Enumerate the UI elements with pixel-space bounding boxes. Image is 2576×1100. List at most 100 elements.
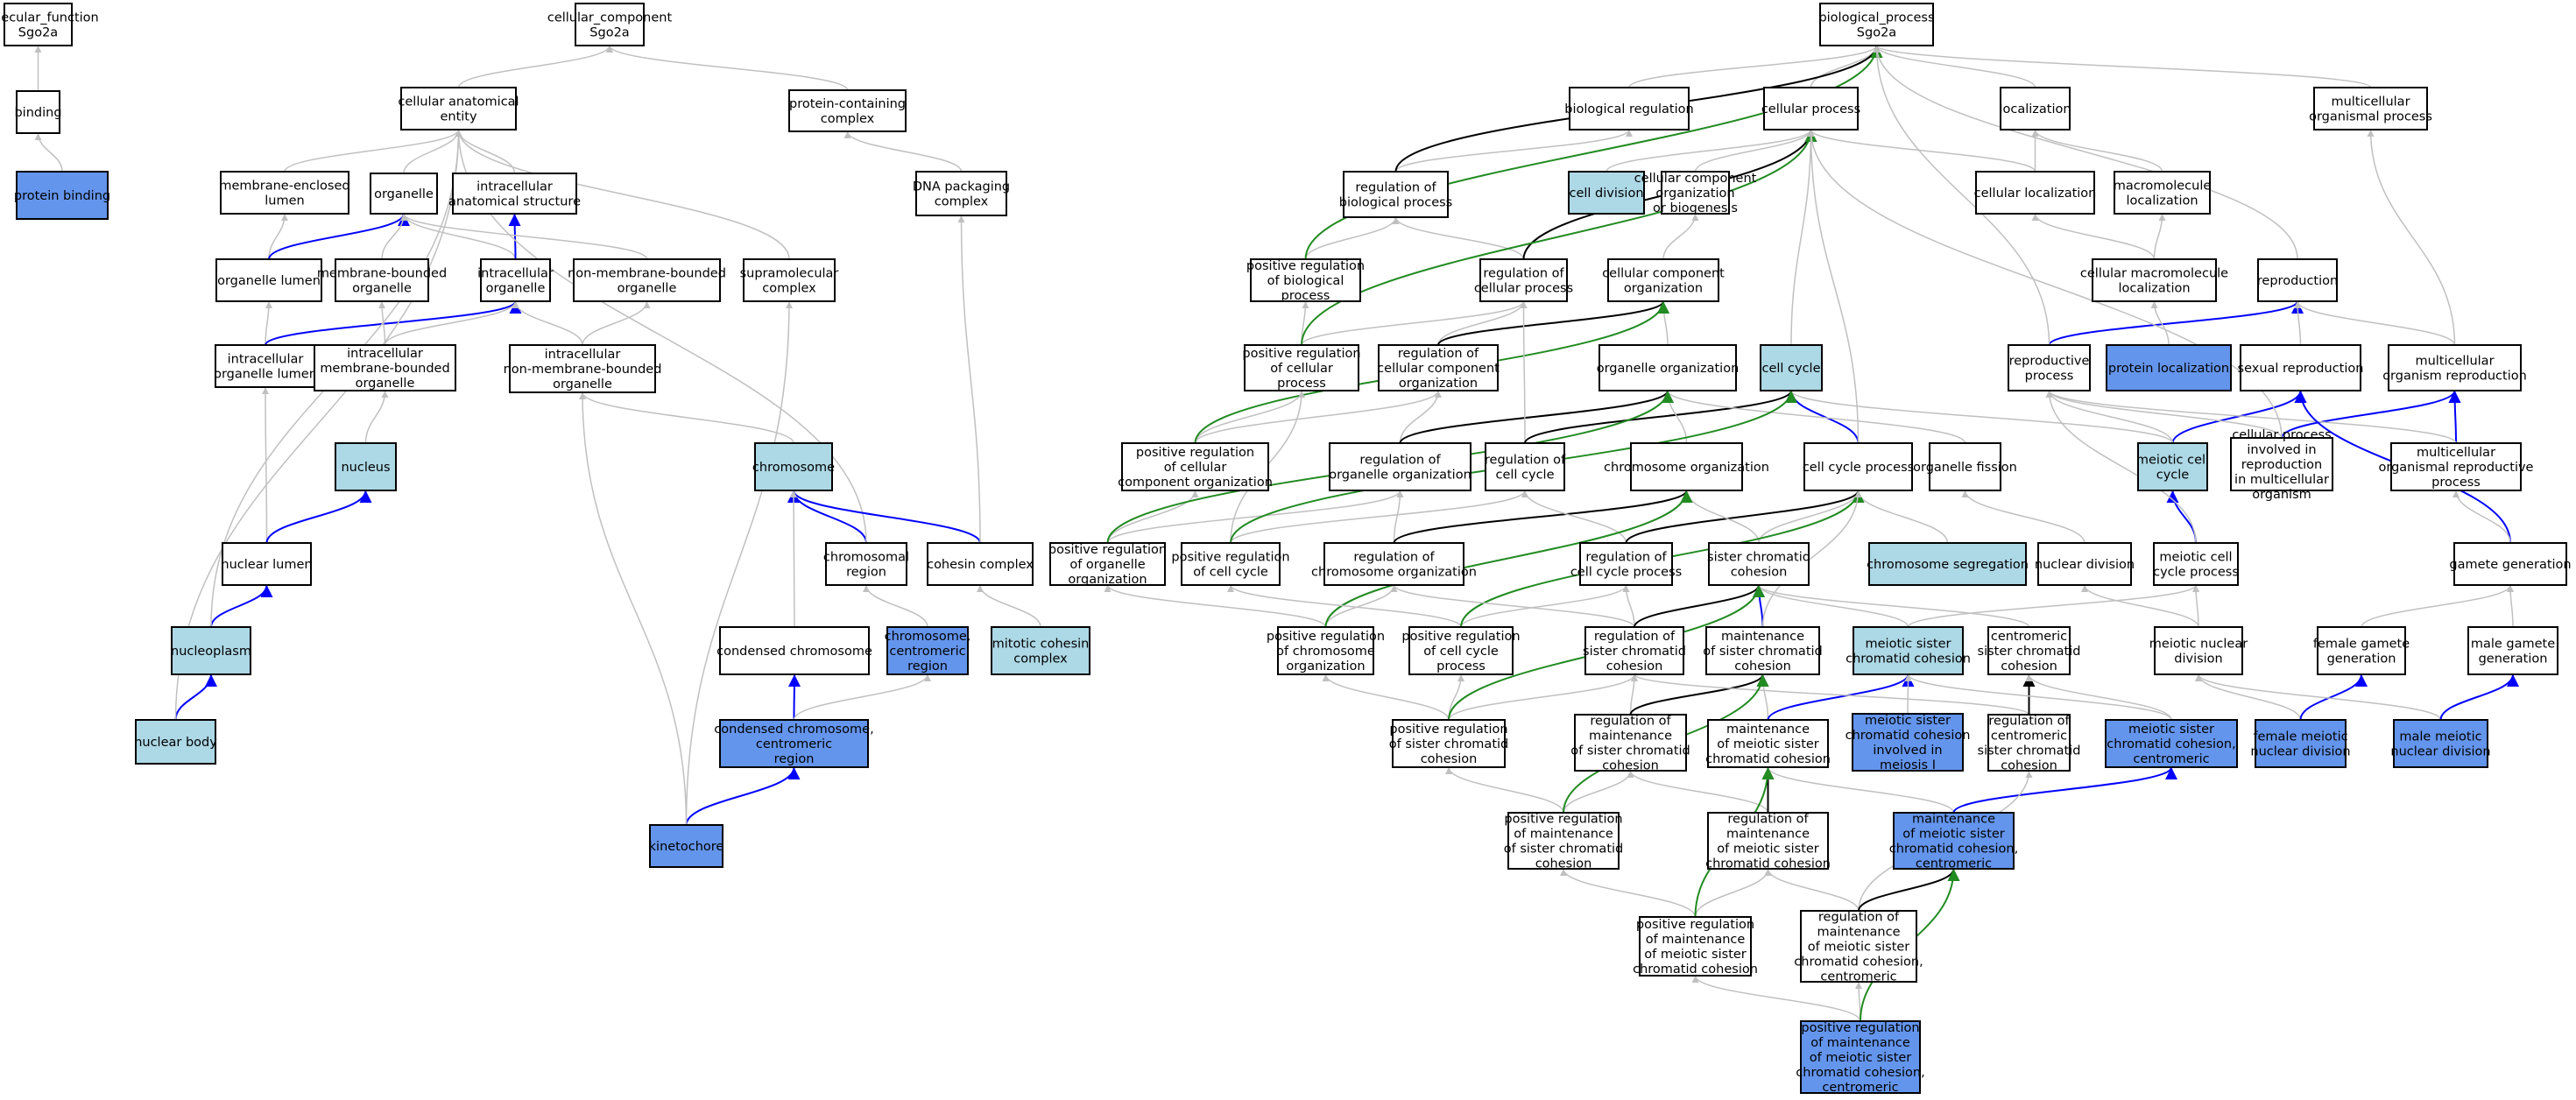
go-term-gamete-generation[interactable]: gamete generation	[2449, 542, 2572, 586]
go-term-binding[interactable]: binding	[14, 90, 62, 134]
go-term-nucleus[interactable]: nucleus	[335, 442, 397, 491]
go-term-sexual-reproduction[interactable]: sexual reproduction	[2238, 344, 2364, 391]
go-term-nuclear-body[interactable]: nuclear body	[134, 719, 217, 765]
go-term-nuclear-division[interactable]: nuclear division	[2035, 542, 2135, 586]
go-term-chromosome-segregation[interactable]: chromosome segregation	[1867, 542, 2029, 586]
go-term-cellular-process[interactable]: cellular process	[1761, 87, 1860, 130]
go-term-protein-localization[interactable]: protein localization	[2106, 344, 2232, 391]
go-term-cell-division[interactable]: cell division	[1568, 171, 1645, 215]
go-term-localization[interactable]: localization	[1999, 87, 2071, 130]
go-term-cell-cycle-process[interactable]: cell cycle process	[1803, 442, 1914, 491]
go-term-protein-binding[interactable]: protein binding	[14, 171, 110, 220]
edge-protein-localization-is-a-cellular-macromolecule-localization	[2150, 300, 2170, 346]
go-term-label-line: regulation of	[1590, 714, 1671, 728]
go-term-cellular-localization[interactable]: cellular localization	[1974, 171, 2097, 215]
go-term-organelle-organization[interactable]: organelle organization	[1597, 344, 1740, 391]
go-term-cell-cycle[interactable]: cell cycle	[1760, 344, 1823, 391]
go-term-condensed-chromosome[interactable]: condensed chromosome	[716, 626, 872, 675]
go-term-cohesin-complex[interactable]: cohesin complex	[927, 542, 1034, 586]
go-term-box	[2137, 442, 2208, 491]
go-term-nucleoplasm[interactable]: nucleoplasm	[171, 626, 251, 675]
go-term-nuclear-lumen[interactable]: nuclear lumen	[221, 542, 313, 586]
go-term-organelle-fission[interactable]: organelle fission	[1913, 442, 2017, 491]
go-term-organelle-lumen[interactable]: organelle lumen	[215, 258, 322, 302]
go-term-chromosome-organization[interactable]: chromosome organization	[1604, 442, 1769, 491]
go-term-label-line: organelle	[374, 187, 434, 201]
go-term-chromosome[interactable]: chromosome	[752, 442, 835, 491]
go-term-organelle[interactable]: organelle	[370, 173, 438, 215]
go-term-label-line: cohesion	[2001, 659, 2057, 673]
go-term-reproduction[interactable]: reproduction	[2257, 258, 2338, 302]
go-term-kinetochore[interactable]: kinetochore	[649, 824, 724, 868]
go-term-biological-regulation[interactable]: biological regulation	[1564, 87, 1694, 130]
